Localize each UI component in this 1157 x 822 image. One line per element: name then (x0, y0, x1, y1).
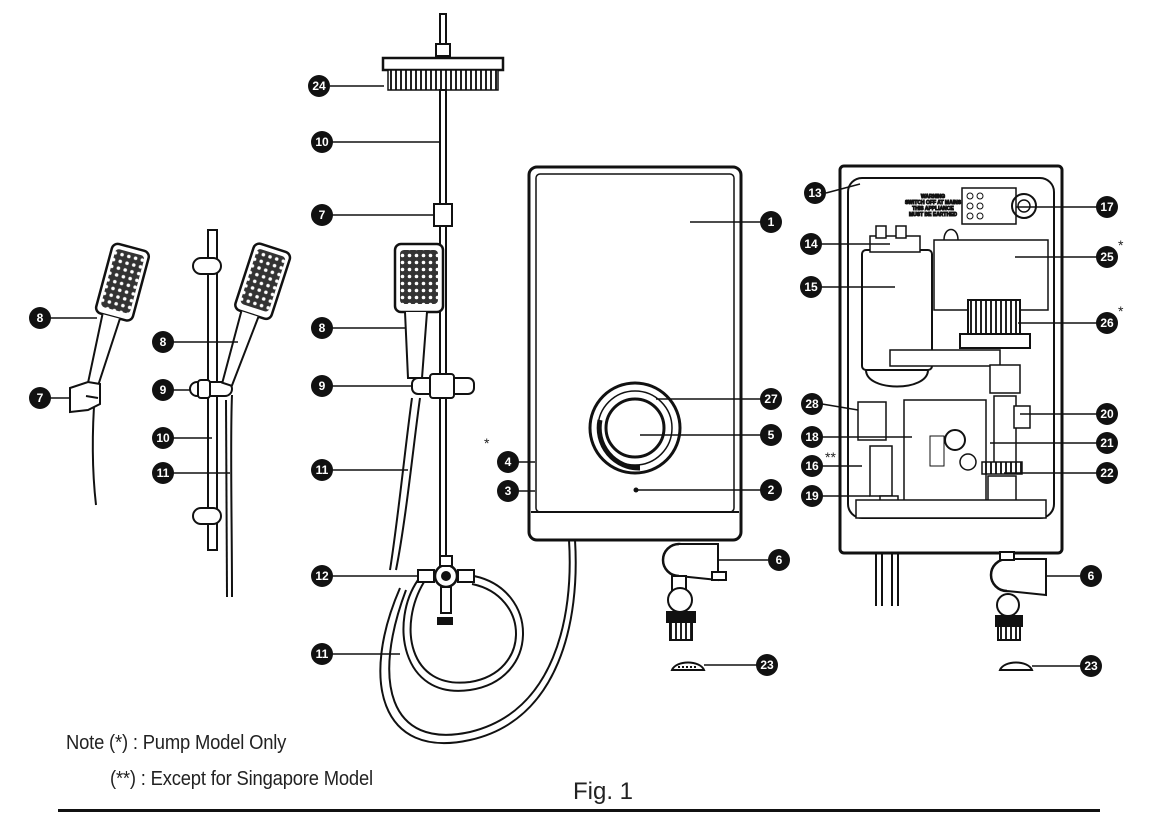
callout-23-right: 23 (1080, 655, 1102, 677)
callout-4: 4 (497, 451, 519, 473)
callout-2: 2 (760, 479, 782, 501)
svg-text:8: 8 (37, 311, 44, 325)
svg-text:25: 25 (1100, 250, 1114, 264)
svg-text:27: 27 (764, 392, 778, 406)
callout-8-rain: 8 (311, 317, 333, 339)
svg-text:14: 14 (804, 237, 818, 251)
callout-20: 20 (1096, 403, 1118, 425)
pump-marker-4: * (484, 435, 490, 451)
svg-text:23: 23 (760, 658, 774, 672)
svg-text:15: 15 (804, 280, 818, 294)
svg-text:7: 7 (319, 208, 326, 222)
svg-text:22: 22 (1100, 466, 1114, 480)
callout-16: 16 (801, 455, 823, 477)
callout-11-loop: 11 (311, 643, 333, 665)
callout-27: 27 (760, 388, 782, 410)
callout-9-rail: 9 (152, 379, 174, 401)
callout-26: 26 (1096, 312, 1118, 334)
svg-text:18: 18 (805, 430, 819, 444)
leader-lines (49, 85, 1098, 667)
svg-text:12: 12 (315, 569, 329, 583)
callout-23-front: 23 (756, 654, 778, 676)
svg-text:11: 11 (316, 647, 329, 661)
heater-front-cover (527, 165, 743, 542)
svg-text:19: 19 (805, 489, 819, 503)
svg-text:23: 23 (1084, 659, 1098, 673)
svg-text:11: 11 (157, 466, 170, 480)
svg-text:24: 24 (312, 79, 326, 93)
callout-7-left: 7 (29, 387, 51, 409)
svg-text:20: 20 (1100, 407, 1114, 421)
callout-21: 21 (1096, 432, 1118, 454)
callout-24: 24 (308, 75, 330, 97)
callout-14: 14 (800, 233, 822, 255)
svg-text:13: 13 (808, 186, 822, 200)
svg-text:11: 11 (316, 463, 329, 477)
svg-text:16: 16 (805, 459, 819, 473)
figure-caption: Fig. 1 (573, 778, 634, 805)
callouts: 24 10 7 8 9 11 12 11 8 7 8 9 10 11 1 27 … (29, 75, 1124, 677)
svg-text:9: 9 (319, 379, 326, 393)
pump-marker-25: * (1118, 237, 1124, 253)
callout-6-front: 6 (768, 549, 790, 571)
callout-8-rail: 8 (152, 331, 174, 353)
callout-6-right: 6 (1080, 565, 1102, 587)
svg-text:8: 8 (160, 335, 167, 349)
warning-label-line-3: THIS APPLIANCE (912, 206, 954, 212)
callout-19: 19 (801, 485, 823, 507)
svg-text:5: 5 (768, 428, 775, 442)
callout-13: 13 (804, 182, 826, 204)
callout-25: 25 (1096, 246, 1118, 268)
callout-5: 5 (760, 424, 782, 446)
svg-text:7: 7 (37, 391, 44, 405)
callout-17: 17 (1096, 196, 1118, 218)
callout-22: 22 (1096, 462, 1118, 484)
callout-9-rain: 9 (311, 375, 333, 397)
svg-text:6: 6 (1088, 569, 1095, 583)
svg-text:6: 6 (776, 553, 783, 567)
callout-10-rail: 10 (152, 427, 174, 449)
handheld-shower-left (69, 242, 151, 506)
pump-marker-26: * (1118, 303, 1124, 319)
note-except-singapore: (**) : Except for Singapore Model (110, 768, 373, 790)
svg-text:10: 10 (315, 135, 329, 149)
callout-10-rain: 10 (311, 131, 333, 153)
svg-text:21: 21 (1100, 436, 1114, 450)
slide-rail-set (189, 229, 292, 598)
svg-text:2: 2 (768, 483, 775, 497)
bottom-rule (58, 809, 1100, 812)
svg-text:9: 9 (160, 383, 167, 397)
svg-text:26: 26 (1100, 316, 1114, 330)
singapore-marker-16: ** (825, 449, 836, 465)
callout-18: 18 (801, 426, 823, 448)
svg-text:4: 4 (505, 455, 512, 469)
callout-1: 1 (760, 211, 782, 233)
warning-label-line-4: MUST BE EARTHED (909, 212, 957, 218)
svg-text:8: 8 (319, 321, 326, 335)
svg-text:1: 1 (768, 215, 775, 229)
callout-7-rain: 7 (311, 204, 333, 226)
heater-internal-view: WARNING SWITCH OFF AT MAINS THIS APPLIAN… (838, 164, 1064, 606)
callout-11-rail: 11 (152, 462, 174, 484)
warning-label-line-1: WARNING (921, 194, 945, 200)
warning-label-line-2: SWITCH OFF AT MAINS (905, 200, 962, 206)
callout-11-rain: 11 (311, 459, 333, 481)
svg-text:17: 17 (1100, 200, 1114, 214)
note-pump-model: Note (*) : Pump Model Only (66, 732, 287, 754)
rain-shower-column (379, 13, 577, 745)
callout-28: 28 (801, 393, 823, 415)
svg-text:10: 10 (156, 431, 170, 445)
svg-text:28: 28 (805, 397, 819, 411)
svg-text:3: 3 (505, 484, 512, 498)
callout-3: 3 (497, 480, 519, 502)
callout-8-left: 8 (29, 307, 51, 329)
inlet-valve-right (989, 551, 1047, 671)
callout-12: 12 (311, 565, 333, 587)
callout-15: 15 (800, 276, 822, 298)
inlet-valve-front (661, 542, 727, 671)
